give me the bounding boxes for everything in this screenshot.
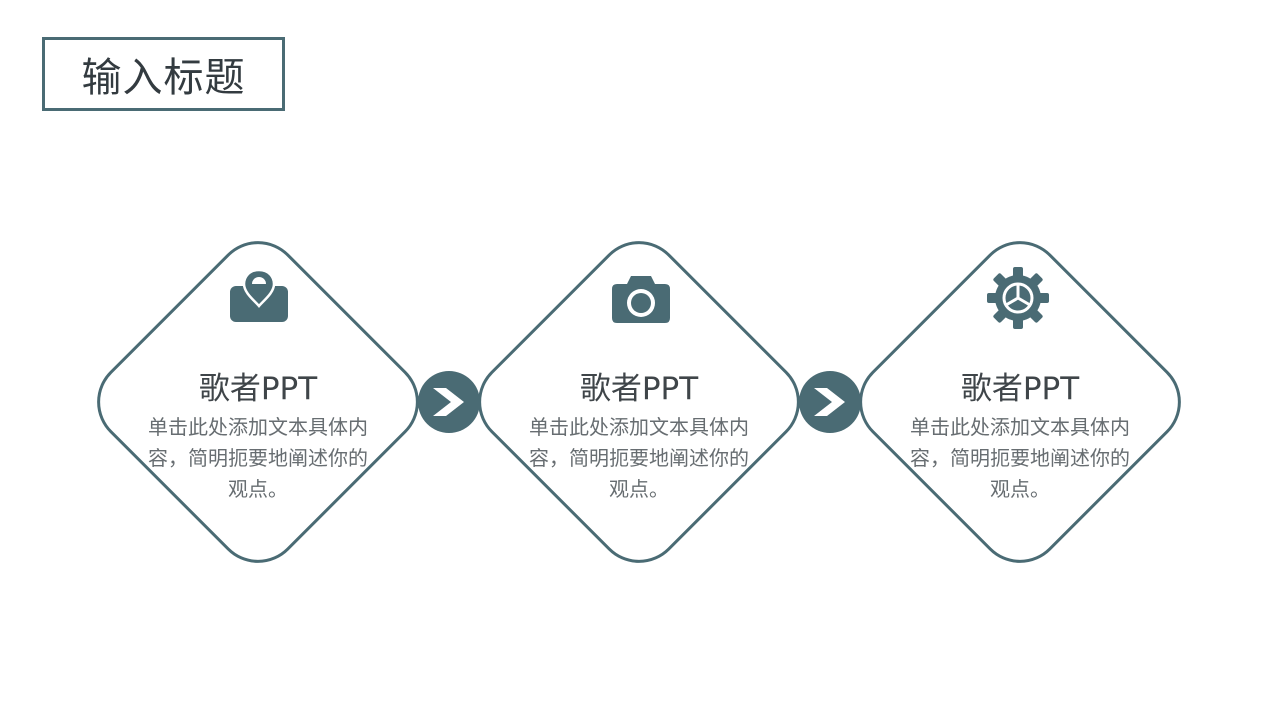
card-frame-1: [97, 241, 419, 563]
card-frame-2: [478, 241, 800, 563]
camera-icon: [612, 276, 670, 323]
gear-icon: [987, 267, 1049, 329]
title-frame: 输入标题: [42, 37, 285, 111]
card-heading: 歌者PPT: [960, 371, 1080, 407]
location-photo-icon: [230, 268, 288, 322]
card-body: 单击此处添加文本具体内容，简明扼要地阐述你的观点。: [910, 415, 1130, 501]
card-body: 单击此处添加文本具体内容，简明扼要地阐述你的观点。: [529, 415, 749, 501]
page-title: 输入标题: [81, 55, 246, 101]
card-body: 单击此处添加文本具体内容，简明扼要地阐述你的观点。: [148, 415, 368, 501]
card-heading: 歌者PPT: [198, 371, 318, 407]
chevron-right-icon: [799, 371, 861, 433]
card-frame-3: [859, 241, 1181, 563]
chevron-right-icon: [418, 371, 480, 433]
card-heading: 歌者PPT: [579, 371, 699, 407]
